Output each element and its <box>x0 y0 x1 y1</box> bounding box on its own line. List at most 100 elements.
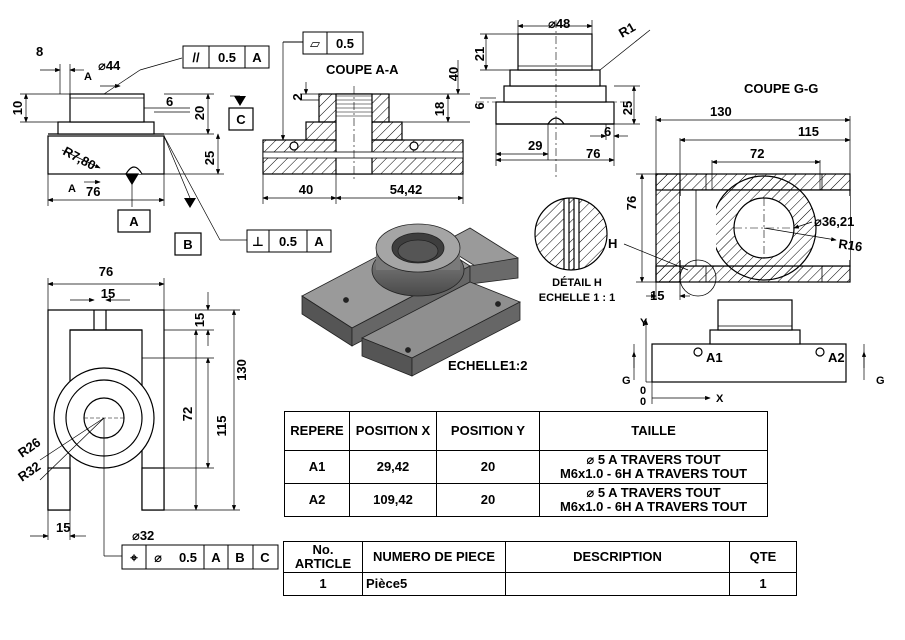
bom-table-header: No. ARTICLE NUMERO DE PIECE DESCRIPTION … <box>283 541 797 573</box>
dim-18: 18 <box>432 102 447 116</box>
fcf-position-datum-b: B <box>235 550 244 565</box>
cell-repere: A2 <box>284 483 350 517</box>
dim-r32: R32 <box>15 458 43 484</box>
dim-40-horizontal: 40 <box>299 182 313 197</box>
header-position-x: POSITION X <box>349 411 437 451</box>
coupe-gg-title: COUPE G-G <box>744 81 818 96</box>
hole-label-a2: A2 <box>828 350 845 365</box>
dim-r16: R16 <box>838 236 864 254</box>
origin-label-2: 0 <box>640 396 646 408</box>
dim-15-top-slot: 15 <box>101 286 115 301</box>
header-position-y: POSITION Y <box>436 411 540 451</box>
dim-72-top: 72 <box>180 407 195 421</box>
fcf-parallel-datum: A <box>252 50 262 65</box>
header-repere: REPERE <box>284 411 350 451</box>
dim-dia-32: ⌀32 <box>132 528 154 543</box>
dim-15-bottom: 15 <box>56 520 70 535</box>
cell-article: 1 <box>283 572 363 596</box>
section-arrow-a-bottom: A <box>68 183 76 195</box>
taille-line-2: M6x1.0 - 6H A TRAVERS TOUT <box>559 499 748 514</box>
dim-20: 20 <box>192 106 207 120</box>
cell-repere: A1 <box>284 450 350 484</box>
fcf-position: ⌖ ⌀ 0.5 A B C <box>121 544 279 570</box>
dim-76: 76 <box>86 184 100 199</box>
fcf-position-datum-a: A <box>211 550 221 565</box>
fcf-position-symbol: ⌖ <box>129 550 138 565</box>
fcf-parallel: // 0.5 A <box>182 45 270 69</box>
header-article: No. ARTICLE <box>283 541 363 573</box>
fcf-parallel-symbol: // <box>192 50 200 65</box>
fcf-position-value: 0.5 <box>179 550 197 565</box>
dim-dia-36-21: ⌀36,21 <box>814 214 854 229</box>
fcf-perpendicular-datum: A <box>314 234 324 249</box>
fcf-perpendicular: ⊥ 0.5 A <box>246 229 332 253</box>
header-numero-piece: NUMERO DE PIECE <box>362 541 506 573</box>
dim-2: 2 <box>290 93 305 100</box>
datum-b: B <box>183 237 192 252</box>
dim-21: 21 <box>472 47 487 61</box>
fcf-perpendicular-value: 0.5 <box>279 234 297 249</box>
detail-h-marker: H <box>608 236 617 251</box>
cell-y: 20 <box>436 483 540 517</box>
taille-line-2: M6x1.0 - 6H A TRAVERS TOUT <box>559 466 748 481</box>
cell-piece: Pièce5 <box>362 572 506 596</box>
hole-view <box>631 299 867 404</box>
dim-10: 10 <box>10 101 25 115</box>
cell-x: 109,42 <box>349 483 437 517</box>
coupe-aa-title: COUPE A-A <box>326 62 399 77</box>
fcf-perpendicular-symbol: ⊥ <box>252 234 264 249</box>
isometric-view <box>301 223 521 377</box>
axis-y-label: Y <box>640 317 648 329</box>
detail-h-title: DÉTAIL H <box>552 276 602 289</box>
dim-6-bottom: 6 <box>604 124 611 139</box>
front-view <box>20 57 254 256</box>
dim-72-gg: 72 <box>750 146 764 161</box>
position-table: REPERE POSITION X POSITION Y TAILLE A1 2… <box>284 411 768 517</box>
dim-25-side: 25 <box>620 101 635 115</box>
coupe-aa-view <box>262 60 470 204</box>
detail-h-scale: ECHELLE 1 : 1 <box>539 292 615 304</box>
dim-130-gg: 130 <box>710 104 732 119</box>
dim-r26: R26 <box>15 434 43 460</box>
top-view <box>30 278 240 557</box>
dim-dia-44: ⌀44 <box>98 58 121 73</box>
dim-r1: R1 <box>616 19 638 40</box>
table-row: 1 Pièce5 1 <box>283 572 797 596</box>
hole-label-a1: A1 <box>706 350 723 365</box>
fcf-flatness: ▱ 0.5 <box>280 31 364 141</box>
section-arrow-a-top: A <box>84 71 92 83</box>
detail-h-view <box>534 197 689 271</box>
section-g-left: G <box>622 375 631 387</box>
fcf-position-dia: ⌀ <box>154 550 162 565</box>
dim-dia-48: ⌀48 <box>548 16 570 31</box>
dim-29: 29 <box>528 138 542 153</box>
dim-76-top: 76 <box>99 264 113 279</box>
header-qte: QTE <box>729 541 797 573</box>
dim-6: 6 <box>166 94 173 109</box>
fcf-position-datum-c: C <box>260 550 270 565</box>
dim-25: 25 <box>202 151 217 165</box>
cell-qte: 1 <box>729 572 797 596</box>
taille-line-1: ⌀ 5 A TRAVERS TOUT <box>586 485 721 500</box>
header-taille: TAILLE <box>539 411 768 451</box>
datum-a: A <box>129 214 139 229</box>
dim-130-top: 130 <box>234 359 249 381</box>
cell-y: 20 <box>436 450 540 484</box>
axis-x-label: X <box>716 393 724 405</box>
fcf-flatness-symbol: ▱ <box>310 36 320 51</box>
dim-15-gg: 15 <box>650 288 664 303</box>
dim-76-side: 76 <box>586 146 600 161</box>
header-description: DESCRIPTION <box>505 541 730 573</box>
fcf-flatness-value: 0.5 <box>336 36 354 51</box>
echelle-label: ECHELLE1:2 <box>448 358 527 373</box>
cell-description <box>505 572 730 596</box>
section-g-right: G <box>876 375 885 387</box>
bom-table: No. ARTICLE NUMERO DE PIECE DESCRIPTION … <box>283 541 797 596</box>
dim-76-gg: 76 <box>624 196 639 210</box>
position-table-header: REPERE POSITION X POSITION Y TAILLE <box>284 411 768 451</box>
